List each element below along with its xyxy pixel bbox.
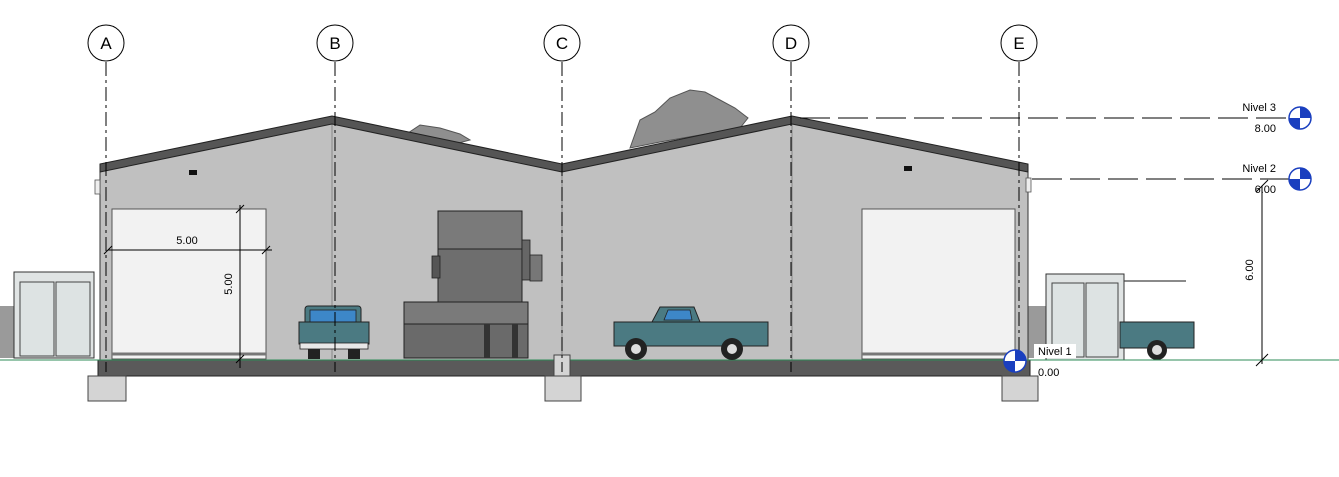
grid-line-b[interactable]: B xyxy=(316,24,354,372)
grid-label: B xyxy=(329,34,340,53)
dimension-value: 6.00 xyxy=(1244,259,1256,280)
left-storefront xyxy=(0,271,95,359)
front-car xyxy=(298,305,370,359)
level-nivel-3[interactable]: Nivel 3 8.00 xyxy=(800,102,1312,135)
vent xyxy=(904,166,912,171)
grid-bubble-icon xyxy=(543,24,581,62)
dimension-value: 5.00 xyxy=(223,273,235,294)
floor-slab xyxy=(0,359,1339,377)
grid-line-d[interactable]: D xyxy=(772,24,810,372)
dimension-door-width[interactable]: 5.00 xyxy=(103,235,272,255)
level-name: Nivel 3 xyxy=(1242,102,1276,114)
level-elevation: 6.00 xyxy=(1255,184,1276,196)
level-name: Nivel 2 xyxy=(1242,163,1276,175)
level-name: Nivel 1 xyxy=(1038,346,1072,358)
pickup-truck xyxy=(613,306,769,360)
grid-label: C xyxy=(556,34,568,53)
grid-label: E xyxy=(1013,34,1024,53)
level-elevation: 8.00 xyxy=(1255,123,1276,135)
grid-lines: A B C D E xyxy=(87,24,1038,372)
dimension-wall-height[interactable]: 6.00 xyxy=(1244,179,1269,367)
grid-line-a[interactable]: A xyxy=(87,24,125,372)
roll-up-door-left xyxy=(111,208,267,360)
level-elevation: 0.00 xyxy=(1038,367,1059,379)
roof-band xyxy=(99,115,1029,173)
level-nivel-2[interactable]: Nivel 2 6.00 xyxy=(1032,163,1312,196)
roll-up-door-right xyxy=(861,208,1016,360)
truck xyxy=(403,210,543,359)
grid-bubble-icon xyxy=(316,24,354,62)
grid-bubble-icon xyxy=(87,24,125,62)
footings xyxy=(87,354,1039,402)
grid-line-c[interactable]: C xyxy=(543,24,581,372)
grid-label: D xyxy=(785,34,797,53)
level-datum-icon xyxy=(1003,349,1027,373)
dimension-door-height[interactable]: 5.00 xyxy=(223,204,245,368)
dimension-value: 5.00 xyxy=(176,235,197,247)
grid-bubble-icon xyxy=(772,24,810,62)
level-nivel-1[interactable]: Nivel 1 0.00 xyxy=(1003,344,1076,379)
grid-label: A xyxy=(100,34,112,53)
level-datum-icon xyxy=(1288,106,1312,130)
vent xyxy=(189,170,197,175)
level-datum-icon xyxy=(1288,167,1312,191)
grid-line-e[interactable]: E xyxy=(1000,24,1038,372)
grid-bubble-icon xyxy=(1000,24,1038,62)
